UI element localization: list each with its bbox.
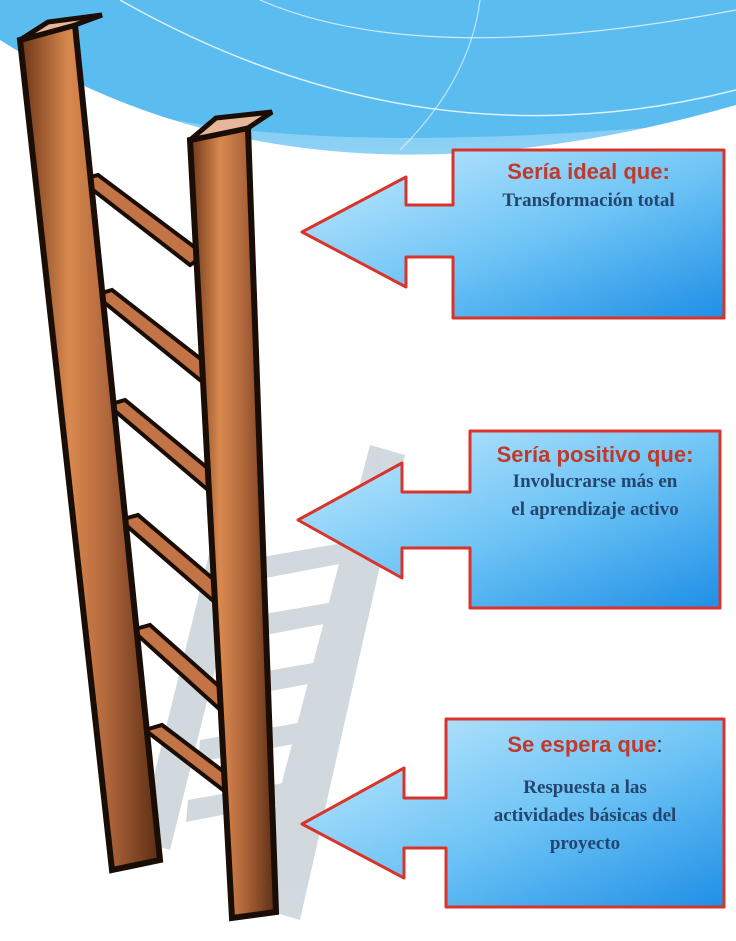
callout-heading: Se espera que:	[446, 732, 724, 758]
left-arrow-callout-shape	[300, 148, 726, 320]
callout-espera: Se espera que: Respuesta a las actividad…	[296, 716, 728, 912]
callout-body: Involucrarse más en el aprendizaje activ…	[511, 471, 679, 520]
callout-ideal: Sería ideal que: Transformación total	[296, 147, 728, 323]
left-arrow-callout-shape	[300, 717, 726, 909]
callout-heading-colon: :	[656, 732, 663, 757]
callout-heading: Sería ideal que:	[507, 159, 670, 184]
left-arrow-callout-shape	[296, 429, 722, 610]
callout-body: Transformación total	[502, 190, 675, 211]
callout-body: Respuesta a las actividades básicas del …	[493, 777, 677, 854]
callout-heading-main: Se espera que	[507, 732, 657, 757]
callout-heading: Sería positivo que:	[496, 442, 694, 467]
callout-positivo: Sería positivo que: Involucrarse más en …	[292, 428, 724, 612]
